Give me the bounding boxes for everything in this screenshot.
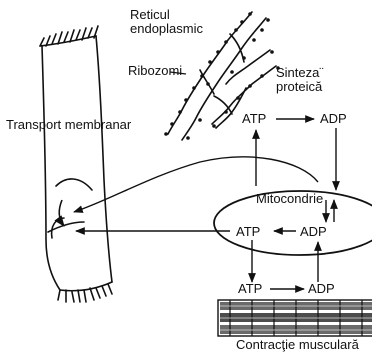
label-reticul-endoplasmic: Reticul endoplasmic xyxy=(130,8,203,36)
label-adp-mid: ADP xyxy=(300,225,327,239)
label-ribozomi: Ribozomi xyxy=(128,64,182,78)
label-atp-mid: ATP xyxy=(236,225,260,239)
label-sinteza-proteica: Sinteza¨ proteică xyxy=(276,66,324,94)
label-contractie-musculara: Contracţie musculară xyxy=(236,338,359,352)
label-adp-top: ADP xyxy=(320,112,347,126)
label-atp-bottom: ATP xyxy=(238,282,262,296)
muscle-fibers xyxy=(218,300,372,336)
label-atp-top: ATP xyxy=(242,112,266,126)
label-mitocondrie: Mitocondrie xyxy=(256,192,323,206)
label-adp-bottom: ADP xyxy=(308,282,335,296)
label-transport-membranar: Transport membranar xyxy=(6,118,131,132)
membrane-segment xyxy=(40,26,112,302)
arrows xyxy=(74,72,336,289)
membrane-curl-arrow xyxy=(59,200,64,226)
